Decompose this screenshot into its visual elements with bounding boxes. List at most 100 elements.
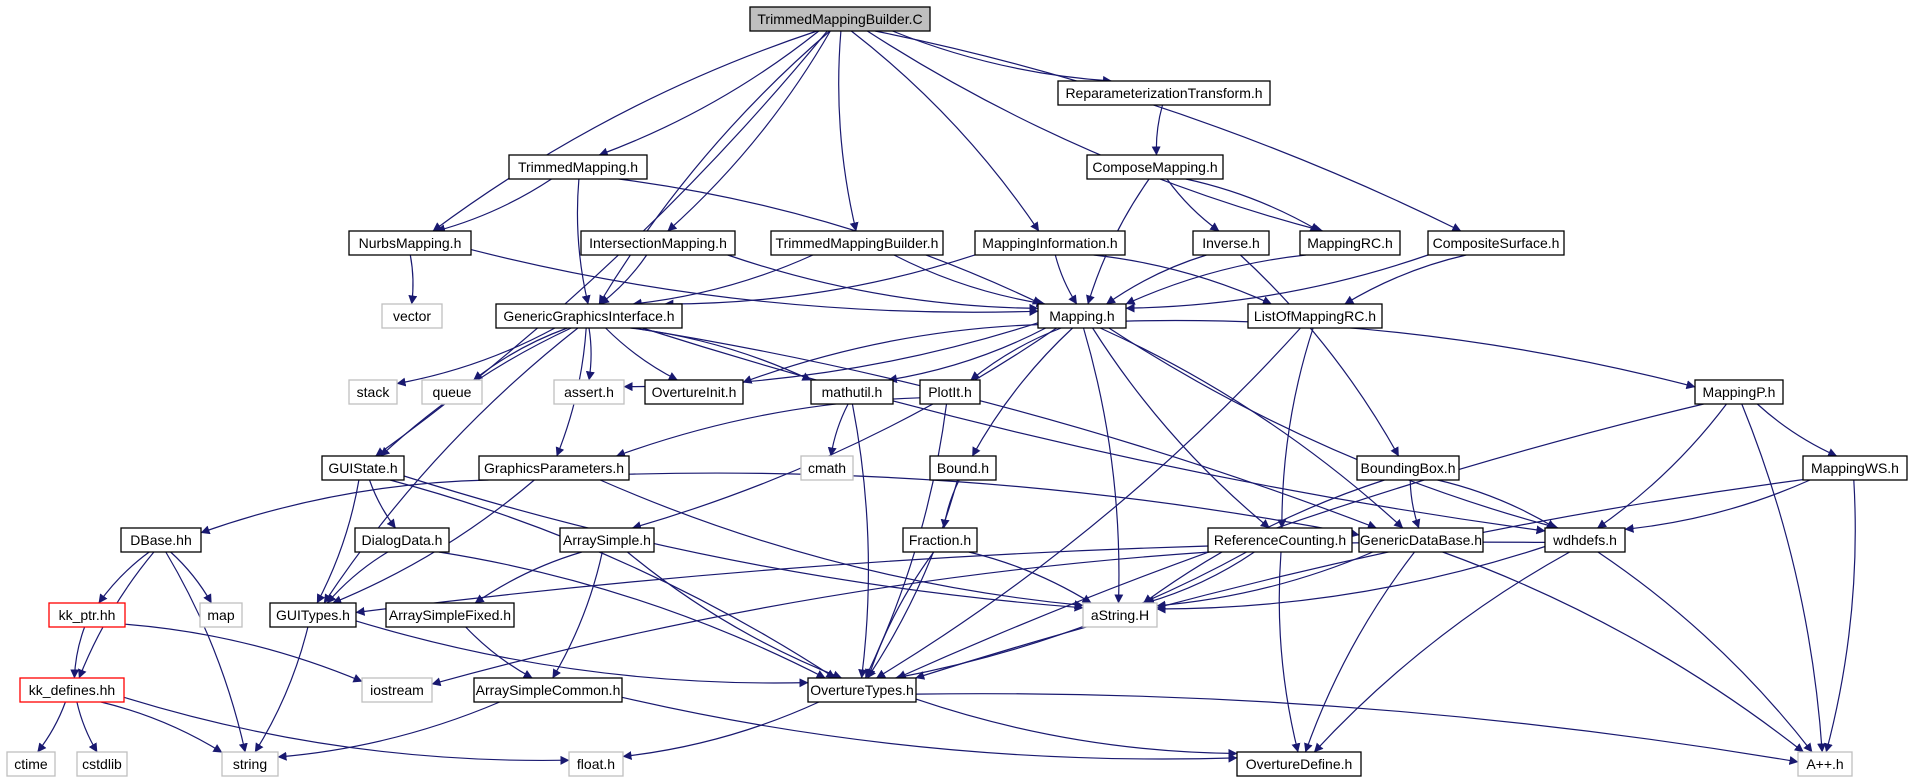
node-trimmedmapping-h[interactable]: TrimmedMapping.h [508, 154, 648, 180]
node-box [48, 602, 126, 628]
edge-kk-defines-hh-to-float-h [123, 696, 570, 765]
node-genericgraphicsinterface-h[interactable]: GenericGraphicsInterface.h [495, 303, 683, 329]
node-composemapping-h[interactable]: ComposeMapping.h [1086, 154, 1224, 180]
node-intersectionmapping-h[interactable]: IntersectionMapping.h [580, 230, 736, 256]
node-dialogdata-h[interactable]: DialogData.h [354, 527, 450, 553]
node-assert-h: assert.h [553, 379, 625, 405]
node-label: mathutil.h [822, 384, 883, 400]
node-box [76, 751, 128, 777]
edge-listofmappingrc-h-to-referencecounting-h [1277, 327, 1314, 529]
node-box [6, 751, 56, 777]
edge-mappingp-h-to-overturetypes-h [896, 403, 1704, 679]
edge-guistate-h-to-astring-h [403, 475, 1084, 612]
edge-referencecounting-h-to-astring-h [1145, 551, 1255, 605]
node-guitypes-h[interactable]: GUITypes.h [269, 602, 357, 628]
node-box [1694, 379, 1784, 405]
node-map: map [199, 602, 243, 628]
node-genericdatabase-h[interactable]: GenericDataBase.h [1358, 527, 1484, 553]
edge-trimmedmappingbuilder-c-to-genericgraphicsinterface-h [598, 30, 831, 305]
node-listofmappingrc-h[interactable]: ListOfMappingRC.h [1247, 303, 1383, 329]
node-label: CompositeSurface.h [1433, 235, 1560, 251]
node-label: MappingP.h [1703, 384, 1776, 400]
edge-trimmedmapping-h-to-nurbsmapping-h [436, 178, 552, 234]
node-box [810, 379, 894, 405]
node-label: GUIState.h [328, 460, 397, 476]
edge-trimmedmappingbuilder-c-to-mappinginformation-h [850, 30, 1040, 232]
node-fraction-h[interactable]: Fraction.h [902, 527, 978, 553]
node-box [473, 677, 623, 703]
node-label: aString.H [1091, 607, 1149, 623]
node-label: DBase.hh [130, 532, 191, 548]
node-label: MappingInformation.h [982, 235, 1117, 251]
edge-mathutil-h-to-overturetypes-h [851, 403, 870, 679]
edge-reparameterizationtransform-h-to-composemapping-h [1151, 104, 1164, 156]
edge-listofmappingrc-h-to-overturetypes-h [876, 327, 1301, 679]
node-label: BoundingBox.h [1361, 460, 1456, 476]
node-reparameterizationtransform-h[interactable]: ReparameterizationTransform.h [1057, 80, 1271, 106]
node-box [800, 455, 854, 481]
edge-mapping-h-to-wdhdefs-h [1108, 327, 1559, 531]
edge-trimmedmappingbuilder-c-to-reparameterizationtransform-h [892, 30, 1112, 85]
node-box [508, 154, 648, 180]
node-trimmedmappingbuilder-c[interactable]: TrimmedMappingBuilder.C [749, 6, 931, 32]
node-nurbsmapping-h[interactable]: NurbsMapping.h [348, 230, 472, 256]
edge-referencecounting-h-to-overturedefine-h [1278, 551, 1301, 753]
node-boundingbox-h[interactable]: BoundingBox.h [1356, 455, 1460, 481]
node-label: GenericGraphicsInterface.h [503, 308, 674, 324]
edge-guitypes-h-to-string [254, 626, 309, 753]
node-mathutil-h[interactable]: mathutil.h [810, 379, 894, 405]
node-referencecounting-h[interactable]: ReferenceCounting.h [1207, 527, 1353, 553]
node-label: OvertureInit.h [652, 384, 737, 400]
node-mappingp-h[interactable]: MappingP.h [1694, 379, 1784, 405]
node-dbase-hh[interactable]: DBase.hh [120, 527, 202, 553]
node-wdhdefs-h[interactable]: wdhdefs.h [1544, 527, 1626, 553]
edge-mappingws-h-to-a-h [1824, 479, 1856, 753]
node-box [381, 303, 443, 329]
node-box [1356, 455, 1460, 481]
node-overtureinit-h[interactable]: OvertureInit.h [644, 379, 744, 405]
edge-trimmedmappingbuilder-c-to-intersectionmapping-h [667, 30, 831, 232]
node-label: ctime [14, 756, 48, 772]
node-arraysimplecommon-h[interactable]: ArraySimpleCommon.h [473, 677, 623, 703]
node-label: stack [357, 384, 391, 400]
node-graphicsparameters-h[interactable]: GraphicsParameters.h [478, 455, 630, 481]
edge-arraysimplecommon-h-to-string [277, 701, 500, 761]
node-label: OvertureDefine.h [1246, 756, 1353, 772]
node-arraysimple-h[interactable]: ArraySimple.h [559, 527, 655, 553]
node-kk-ptr-hh[interactable]: kk_ptr.hh [48, 602, 126, 628]
node-mappingws-h[interactable]: MappingWS.h [1802, 455, 1908, 481]
edge-mapping-h-to-referencecounting-h [1092, 327, 1270, 529]
node-trimmedmappingbuilder-h[interactable]: TrimmedMappingBuilder.h [770, 230, 944, 256]
node-overturedefine-h[interactable]: OvertureDefine.h [1236, 751, 1362, 777]
edge-mapping-h-to-bound-h [971, 327, 1074, 457]
node-mappinginformation-h[interactable]: MappingInformation.h [974, 230, 1126, 256]
node-box [644, 379, 744, 405]
node-box [1236, 751, 1362, 777]
node-overturetypes-h[interactable]: OvertureTypes.h [807, 677, 917, 703]
node-a-h: A++.h [1797, 751, 1853, 777]
edge-genericgraphicsinterface-h-to-wdhdefs-h [642, 327, 1546, 535]
node-arraysimplefixed-h[interactable]: ArraySimpleFixed.h [385, 602, 515, 628]
edge-genericgraphicsinterface-h-to-queue [473, 327, 568, 381]
node-mappingrc-h[interactable]: MappingRC.h [1299, 230, 1401, 256]
node-kk-defines-hh[interactable]: kk_defines.hh [19, 677, 125, 703]
node-plotit-h[interactable]: PlotIt.h [919, 379, 981, 405]
node-mapping-h[interactable]: Mapping.h [1037, 303, 1127, 329]
edge-graphicsparameters-h-to-astring-h [599, 479, 1084, 610]
node-box [1057, 80, 1271, 106]
node-inverse-h[interactable]: Inverse.h [1192, 230, 1270, 256]
edge-referencecounting-h-to-overturetypes-h [894, 551, 1247, 681]
edge-kk-defines-hh-to-cstdlib [76, 701, 98, 753]
edge-genericgraphicsinterface-h-to-genericdatabase-h [633, 327, 1377, 530]
edge-trimmedmappingbuilder-c-to-trimmedmapping-h [598, 30, 820, 157]
edge-mappinginformation-h-to-mapping-h [1054, 254, 1078, 305]
node-label: assert.h [564, 384, 614, 400]
node-compositesurface-h[interactable]: CompositeSurface.h [1427, 230, 1565, 256]
node-box [580, 230, 736, 256]
node-label: ListOfMappingRC.h [1254, 308, 1376, 324]
node-label: Inverse.h [1202, 235, 1260, 251]
node-guistate-h[interactable]: GUIState.h [321, 455, 405, 481]
node-bound-h[interactable]: Bound.h [929, 455, 997, 481]
edge-guitypes-h-to-overturetypes-h [355, 620, 809, 688]
